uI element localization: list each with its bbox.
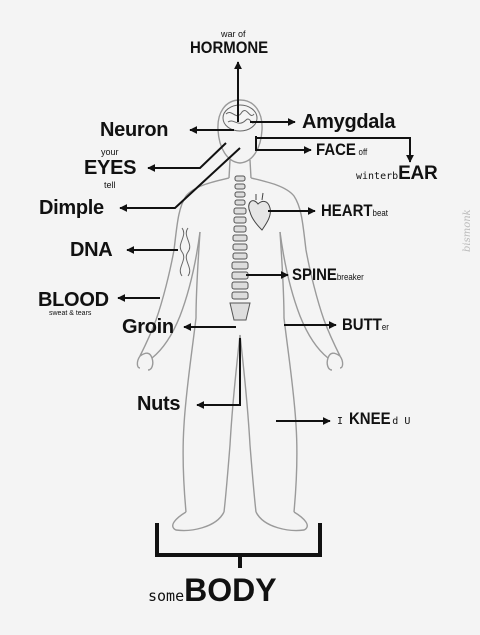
body-bracket bbox=[155, 523, 322, 568]
amygdala-label: Amygdala bbox=[302, 111, 396, 133]
brain-drawing bbox=[222, 104, 258, 132]
eyes-suffix-label: tell bbox=[104, 180, 116, 190]
face-suffix: off bbox=[358, 147, 368, 157]
eyes-prefix-label: your bbox=[101, 147, 119, 157]
heart-word: HEART bbox=[321, 201, 373, 220]
eyes-label: EYES bbox=[84, 157, 137, 179]
arrow-dimple bbox=[119, 147, 241, 212]
groin-label: Groin bbox=[122, 316, 174, 338]
arrow-nuts bbox=[196, 338, 241, 409]
body-word: BODY bbox=[184, 572, 277, 608]
spine-suffix: breaker bbox=[336, 272, 364, 282]
nuts-label: Nuts bbox=[137, 393, 181, 415]
dna-tattoo bbox=[179, 227, 191, 277]
knee-prefix: I bbox=[337, 416, 350, 427]
butt-label: BUTTer bbox=[342, 316, 389, 333]
knee-word: KNEE bbox=[349, 409, 391, 428]
face-word: FACE bbox=[316, 140, 356, 159]
ear-word: EAR bbox=[398, 163, 438, 184]
ear-label: winterbEAR bbox=[356, 163, 438, 184]
knee-suffix: d U bbox=[392, 416, 411, 427]
heart-drawing bbox=[248, 192, 271, 231]
body-label: someBODY bbox=[148, 574, 277, 606]
butt-word: BUTT bbox=[342, 315, 382, 334]
hormone-prefix-label: war of bbox=[221, 29, 246, 39]
dna-label: DNA bbox=[70, 239, 113, 261]
blood-label: BLOOD bbox=[38, 289, 109, 311]
ear-prefix: winterb bbox=[356, 171, 399, 182]
body-prefix: some bbox=[148, 587, 185, 605]
spine-drawing bbox=[229, 175, 251, 321]
neuron-label: Neuron bbox=[100, 119, 169, 141]
heart-label: HEARTbeat bbox=[321, 202, 388, 219]
heart-suffix: beat bbox=[372, 208, 388, 218]
human-body-outline bbox=[136, 99, 344, 532]
blood-sub-label: sweat & tears bbox=[49, 310, 92, 317]
spine-label: SPINEbreaker bbox=[292, 266, 364, 283]
spine-word: SPINE bbox=[292, 265, 337, 284]
arrow-eyes bbox=[147, 142, 227, 172]
butt-suffix: er bbox=[381, 322, 389, 332]
arrow-ear bbox=[257, 137, 414, 163]
dimple-label: Dimple bbox=[39, 197, 104, 219]
hormone-label: HORMONE bbox=[190, 38, 269, 57]
arrow-face bbox=[255, 136, 312, 154]
watermark-text: bismonk bbox=[462, 209, 473, 252]
